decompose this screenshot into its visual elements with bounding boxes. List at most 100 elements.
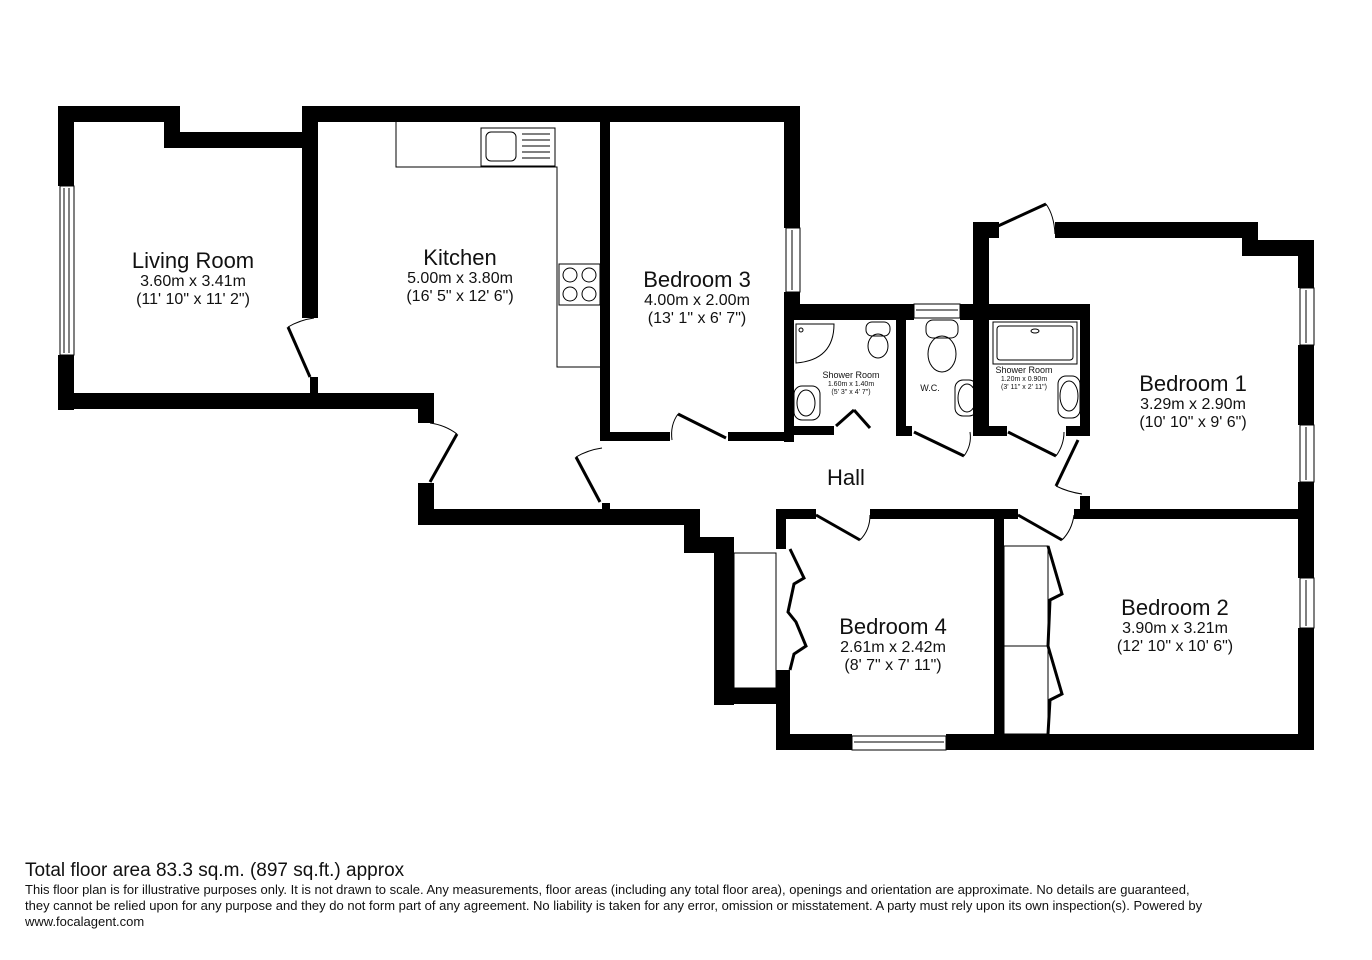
room-kitchen: Kitchen 5.00m x 3.80m (16' 5" x 12' 6")	[406, 245, 514, 305]
room-imperial: (10' 10" x 9' 6")	[1139, 413, 1247, 431]
room-name: Bedroom 3	[643, 267, 751, 292]
cupboard	[733, 552, 777, 689]
room-imperial: (5' 3" x 4' 7")	[831, 388, 871, 396]
toilet-icon	[865, 321, 891, 337]
room-shower-room-2: Shower Room 1.20m x 0.90m (3' 11" x 2' 1…	[995, 365, 1053, 391]
room-imperial: (3' 11" x 2' 11")	[1001, 383, 1047, 391]
room-hall: Hall	[827, 465, 865, 490]
wall	[994, 515, 1004, 740]
wall	[1055, 222, 1258, 238]
door	[815, 513, 861, 542]
room-name: Bedroom 4	[839, 614, 947, 639]
window	[59, 185, 75, 356]
wall	[776, 670, 790, 750]
wall	[602, 503, 610, 511]
room-name: W.C.	[920, 383, 940, 393]
room-metric: 3.60m x 3.41m	[140, 273, 246, 291]
wall	[1066, 426, 1090, 436]
window	[1299, 577, 1315, 629]
wall	[600, 432, 670, 441]
toilet-icon	[925, 319, 959, 339]
wall	[784, 304, 914, 320]
wall	[973, 226, 989, 436]
basin-icon	[954, 379, 978, 417]
door	[286, 326, 312, 378]
door	[1007, 430, 1057, 458]
window	[851, 735, 947, 751]
wall	[896, 310, 906, 436]
window	[913, 303, 961, 319]
wall	[1074, 509, 1314, 519]
wall	[784, 304, 794, 442]
website-link[interactable]: www.focalagent.com	[25, 914, 145, 929]
wall	[600, 122, 610, 440]
room-shower-room-1: Shower Room 1.60m x 1.40m (5' 3" x 4' 7"…	[822, 370, 880, 396]
room-wc: W.C.	[920, 383, 940, 394]
room-bedroom-1: Bedroom 1 3.29m x 2.90m (10' 10" x 9' 6"…	[1139, 371, 1247, 431]
door	[677, 412, 727, 440]
door	[574, 456, 602, 503]
wall	[1080, 496, 1090, 516]
room-name: Shower Room	[822, 370, 880, 380]
wall	[870, 509, 1018, 519]
floor-plan	[58, 106, 1315, 751]
wall	[418, 393, 434, 423]
window	[1299, 424, 1315, 483]
bifold-door	[786, 548, 808, 671]
wall	[960, 304, 1090, 320]
door	[1017, 513, 1063, 542]
room-name: Hall	[827, 465, 865, 490]
wardrobe	[1003, 645, 1049, 735]
room-name: Bedroom 2	[1121, 595, 1229, 620]
basin-icon	[793, 385, 821, 421]
room-imperial: (13' 1" x 6' 7")	[647, 309, 747, 327]
wall	[1080, 310, 1090, 436]
wall	[973, 222, 999, 238]
room-imperial: (16' 5" x 12' 6")	[406, 287, 514, 305]
shower-tray-icon	[795, 323, 835, 364]
wall	[1298, 345, 1314, 425]
door	[997, 202, 1047, 228]
room-imperial: (11' 10" x 11' 2")	[136, 290, 250, 308]
room-living-room: Living Room 3.60m x 3.41m (11' 10" x 11'…	[131, 248, 255, 308]
wall	[973, 426, 1007, 436]
room-name: Bedroom 1	[1139, 371, 1247, 396]
bath-icon	[992, 321, 1078, 365]
wall	[58, 393, 434, 409]
door	[428, 433, 459, 483]
room-metric: 3.90m x 3.21m	[1122, 620, 1228, 638]
wall	[784, 106, 800, 228]
footer: Total floor area 83.3 sq.m. (897 sq.ft.)…	[25, 860, 1355, 930]
hob-icon	[558, 263, 601, 306]
room-name: Shower Room	[995, 365, 1053, 375]
door	[1054, 439, 1080, 487]
room-bedroom-2: Bedroom 2 3.90m x 3.21m (12' 10" x 10' 6…	[1117, 595, 1233, 655]
total-floor-area: Total floor area 83.3 sq.m. (897 sq.ft.)…	[25, 860, 405, 881]
wall	[896, 426, 912, 436]
room-imperial: (8' 7" x 7' 11")	[844, 656, 942, 674]
door	[913, 430, 965, 458]
wall	[164, 132, 318, 148]
wall	[728, 432, 792, 441]
wall	[58, 106, 180, 122]
wall	[776, 509, 816, 519]
wall	[1298, 628, 1314, 750]
wall	[1242, 240, 1314, 256]
room-name: Living Room	[131, 248, 255, 273]
wardrobe	[1003, 545, 1049, 647]
window	[785, 227, 801, 293]
room-metric: 1.60m x 1.40m	[827, 380, 875, 388]
wall	[784, 426, 834, 435]
room-metric: 2.61m x 2.42m	[840, 639, 946, 657]
room-name: Kitchen	[423, 245, 497, 270]
wall	[302, 106, 318, 318]
room-bedroom-4: Bedroom 4 2.61m x 2.42m (8' 7" x 7' 11")	[839, 614, 947, 674]
room-bedroom-3: Bedroom 3 4.00m x 2.00m (13' 1" x 6' 7")	[643, 267, 751, 327]
wall	[776, 509, 786, 549]
wall	[714, 688, 790, 704]
wall	[58, 106, 74, 186]
wall	[1298, 240, 1314, 288]
room-metric: 4.00m x 2.00m	[644, 292, 750, 310]
disclaimer-line: they cannot be relied upon for any purpo…	[25, 898, 1203, 913]
sink-icon	[480, 127, 556, 167]
